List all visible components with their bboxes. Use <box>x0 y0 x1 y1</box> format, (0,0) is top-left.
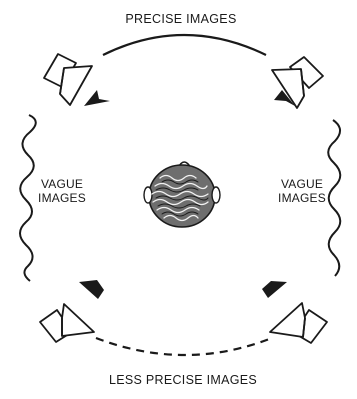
arrow-rear-right-icon <box>262 281 287 298</box>
speaker-rear-left-icon <box>40 304 94 342</box>
vague-image-wave-right <box>328 120 340 276</box>
label-vague-left-1: VAGUE <box>41 177 83 191</box>
arrow-front-left-icon <box>84 90 110 106</box>
speaker-front-left-icon <box>44 54 92 105</box>
label-precise-images: PRECISE IMAGES <box>125 12 236 26</box>
label-vague-right-1: VAGUE <box>281 177 323 191</box>
less-precise-image-arc <box>96 338 272 355</box>
precise-image-arc <box>103 35 266 55</box>
label-vague-right-2: IMAGES <box>278 191 326 205</box>
arrow-rear-left-icon <box>79 280 104 299</box>
vague-image-wave-left <box>20 115 36 281</box>
speaker-rear-right-icon <box>270 303 327 343</box>
listener-head-icon <box>144 162 220 227</box>
label-vague-left-2: IMAGES <box>38 191 86 205</box>
label-less-precise-images: LESS PRECISE IMAGES <box>109 373 257 387</box>
